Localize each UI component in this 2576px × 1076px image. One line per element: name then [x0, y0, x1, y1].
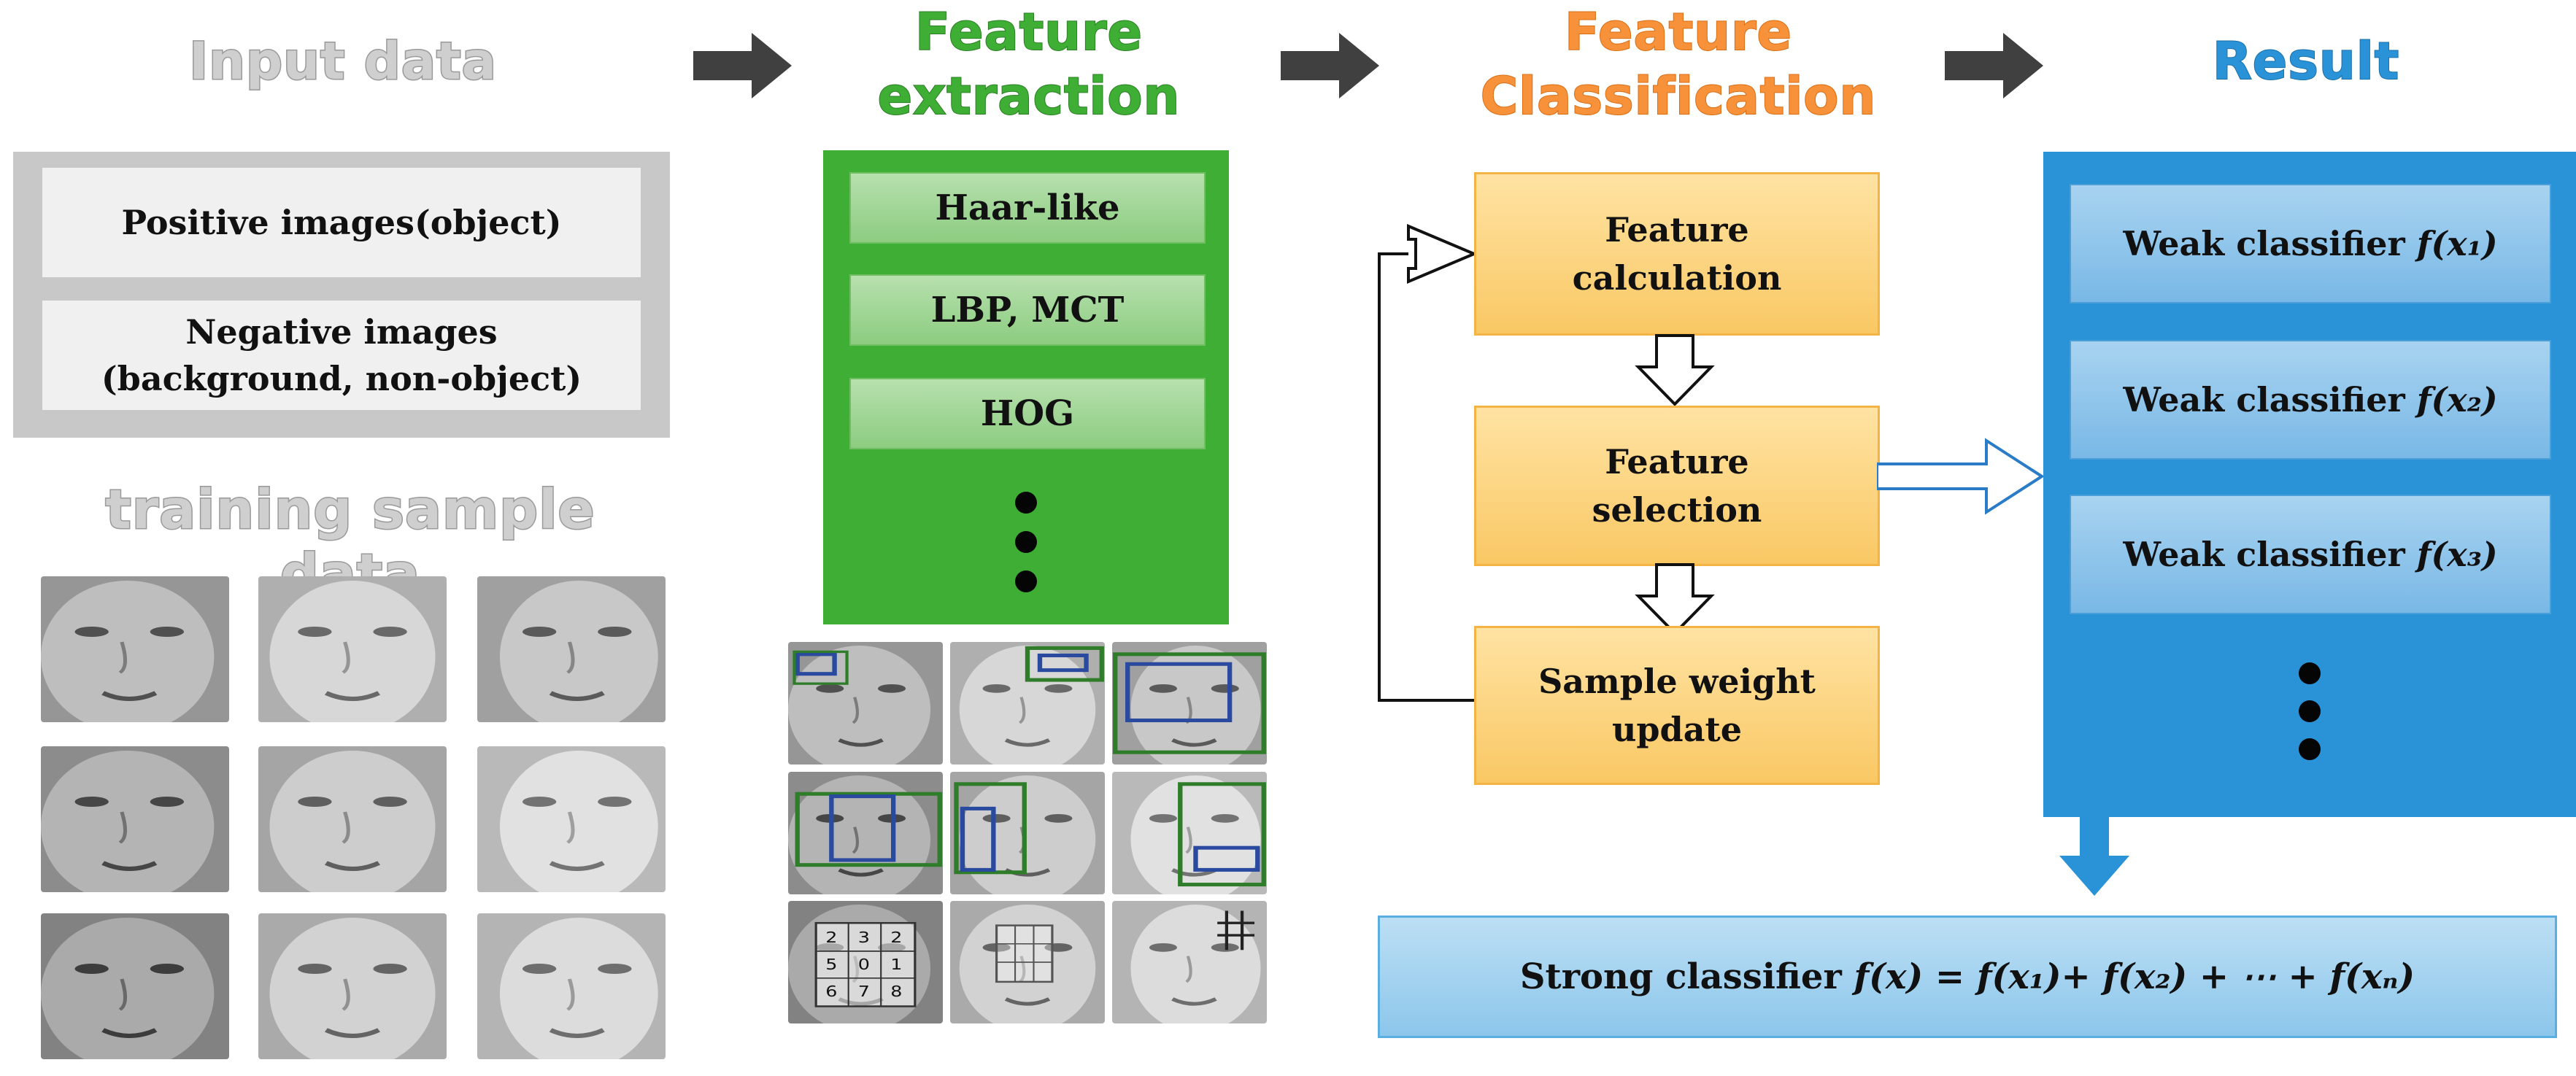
ellipsis-dot — [1015, 492, 1037, 514]
weak-classifier-label: Weak classifier — [2123, 224, 2405, 263]
face-thumbnail — [1112, 642, 1267, 765]
training-sample-label: training sample data — [104, 478, 595, 607]
flow-arrow-icon — [1945, 33, 2043, 98]
ellipsis-dot — [2299, 662, 2321, 684]
loop-arrow-head-icon — [1407, 223, 1478, 285]
negative-images-label-line1: Negative images — [185, 312, 498, 352]
svg-text:1: 1 — [890, 957, 902, 974]
feature-extraction-panel: Haar-like LBP, MCT HOG — [823, 150, 1229, 624]
down-arrow-icon — [1635, 563, 1715, 635]
strong-classifier-box: Strong classifier f(x) = f(x₁)+ f(x₂) + … — [1378, 916, 2557, 1038]
result-down-arrow-icon — [2059, 816, 2129, 896]
feature-extraction-title-line1: Feature — [914, 1, 1143, 63]
svg-text:2: 2 — [890, 930, 902, 947]
input-data-title: Input data — [188, 31, 498, 93]
face-thumbnail — [1112, 772, 1267, 894]
negative-images-label-line2: (background, non-object) — [101, 359, 582, 398]
svg-text:7: 7 — [858, 983, 870, 1000]
face-thumbnail — [41, 746, 229, 892]
weak-classifier-1: Weak classifier f(x₁) — [2070, 184, 2551, 303]
lbp-mct-label: LBP, MCT — [930, 290, 1125, 330]
face-thumbnail — [1112, 901, 1267, 1023]
strong-classifier-label: Strong classifier — [1519, 956, 1842, 997]
svg-text:6: 6 — [825, 983, 837, 1000]
hog-label: HOG — [980, 393, 1075, 434]
face-thumbnail — [477, 913, 666, 1059]
feature-classification-title-line1: Feature — [1564, 1, 1792, 63]
feature-extraction-title: Feature extraction — [810, 0, 1248, 128]
weak-classifier-3: Weak classifier f(x₃) — [2070, 495, 2551, 614]
down-arrow-icon — [1635, 334, 1715, 406]
ellipsis-dot — [2299, 700, 2321, 722]
face-thumbnail — [41, 576, 229, 722]
face-thumbnail — [950, 772, 1105, 894]
haar-like-label: Haar-like — [935, 187, 1120, 228]
ellipsis-dot — [1015, 531, 1037, 553]
weak-classifier-arg: (x₃) — [2431, 535, 2498, 574]
face-thumbnail — [41, 913, 229, 1059]
lbp-mct-box: LBP, MCT — [849, 274, 1206, 346]
feature-extraction-title-line2: extraction — [877, 66, 1181, 127]
ellipsis-dot — [1015, 570, 1037, 592]
face-thumbnail — [788, 772, 943, 894]
sample-weight-update-box: Sample weight update — [1474, 626, 1880, 785]
face-thumbnail — [788, 642, 943, 765]
face-thumbnail — [950, 901, 1105, 1023]
feature-selection-line2: selection — [1592, 490, 1762, 530]
sample-weight-update-line1: Sample weight — [1538, 662, 1816, 701]
haar-like-box: Haar-like — [849, 172, 1206, 244]
negative-images-box: Negative images (background, non-object) — [42, 301, 641, 410]
weak-classifier-arg: (x₁) — [2431, 224, 2498, 263]
sample-weight-update-line2: update — [1611, 710, 1743, 749]
feature-selection-line1: Feature — [1605, 442, 1749, 481]
face-thumbnail — [258, 576, 447, 722]
svg-text:3: 3 — [858, 930, 870, 947]
ellipsis-dot — [2299, 738, 2321, 760]
face-thumbnail — [258, 746, 447, 892]
weak-classifier-arg: (x₂) — [2431, 380, 2498, 419]
face-thumbnail: 2 3 2 5 0 1 6 7 8 — [788, 901, 943, 1023]
svg-text:8: 8 — [890, 983, 902, 1000]
loop-back-connector — [1378, 223, 1478, 702]
feature-calculation-box: Feature calculation — [1474, 172, 1880, 336]
feature-calculation-line1: Feature — [1605, 210, 1749, 249]
feature-classification-title-line2: Classification — [1480, 66, 1877, 127]
svg-text:2: 2 — [825, 930, 837, 947]
face-thumbnail — [477, 576, 666, 722]
result-title: Result — [2212, 31, 2400, 92]
face-thumbnail — [258, 913, 447, 1059]
strong-classifier-formula: (x) = f(x₁)+ f(x₂) + ⋯ + f(xₙ) — [1869, 956, 2415, 997]
hog-box: HOG — [849, 378, 1206, 449]
svg-text:5: 5 — [825, 957, 837, 974]
face-thumbnail — [477, 746, 666, 892]
weak-classifier-2: Weak classifier f(x₂) — [2070, 340, 2551, 460]
weak-classifier-label: Weak classifier — [2123, 535, 2405, 574]
positive-images-box: Positive images(object) — [42, 168, 641, 277]
face-thumbnail — [950, 642, 1105, 765]
flow-arrow-icon — [1281, 33, 1379, 98]
result-panel: Weak classifier f(x₁) Weak classifier f(… — [2043, 152, 2576, 817]
feature-calculation-line2: calculation — [1572, 258, 1782, 298]
flow-arrow-icon — [693, 33, 792, 98]
positive-images-label: Positive images(object) — [121, 203, 562, 242]
feature-selection-box: Feature selection — [1474, 406, 1880, 566]
right-arrow-icon — [1877, 438, 2045, 515]
svg-text:0: 0 — [858, 957, 870, 974]
input-data-panel: Positive images(object) Negative images … — [13, 152, 670, 438]
feature-classification-title: Feature Classification — [1430, 0, 1927, 128]
weak-classifier-label: Weak classifier — [2123, 380, 2405, 419]
